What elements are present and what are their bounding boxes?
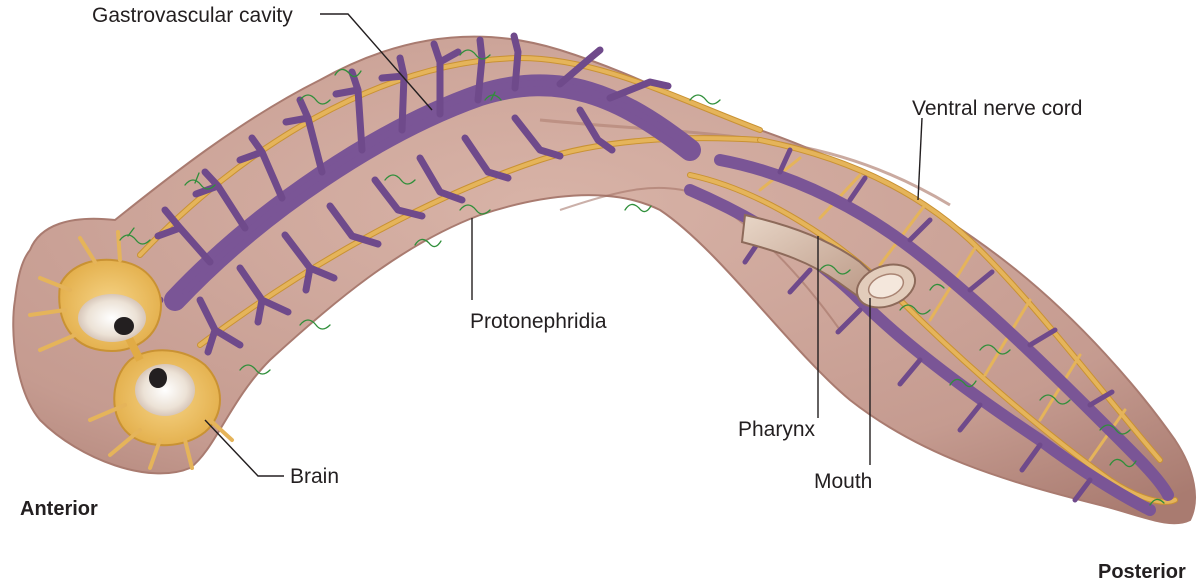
protonephridia	[119, 49, 1165, 506]
eyespot-upper	[78, 294, 146, 342]
label-anterior: Anterior	[20, 498, 98, 520]
posterior-structures	[684, 137, 1178, 516]
leader-gastrovascular-cavity	[320, 13, 433, 111]
leader-brain	[204, 419, 284, 477]
label-protonephridia: Protonephridia	[470, 310, 607, 333]
leader-ventral-nerve-cord	[917, 117, 923, 201]
body-outline	[12, 35, 1196, 525]
gastrovascular-cavity-anterior	[124, 32, 701, 356]
label-pharynx: Pharynx	[738, 418, 816, 441]
label-mouth: Mouth	[814, 470, 872, 493]
label-brain: Brain	[290, 465, 339, 488]
label-posterior: Posterior	[1098, 561, 1186, 580]
mouth	[855, 263, 917, 309]
label-ventral-nerve-cord: Ventral nerve cord	[912, 97, 1082, 120]
eyespot-lower	[135, 364, 195, 416]
leader-lines	[204, 13, 923, 477]
label-gastrovascular-cavity: Gastrovascular cavity	[92, 4, 293, 27]
labels: Gastrovascular cavity Ventral nerve cord…	[20, 4, 1186, 580]
